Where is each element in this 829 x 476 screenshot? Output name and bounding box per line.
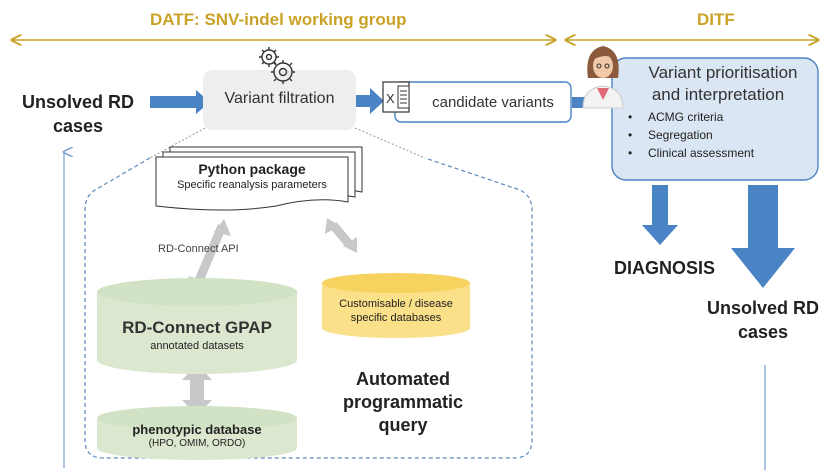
automated-line1: Automated <box>356 369 450 389</box>
gears-icon <box>259 47 295 84</box>
pheno-db-subtitle: (HPO, OMIM, ORDO) <box>148 438 246 449</box>
candidate-label: candidate variants <box>432 94 554 111</box>
bullet-item: •ACMG criteria <box>628 110 724 124</box>
custom-db-arrow <box>329 222 354 248</box>
interpretation-panel <box>611 57 819 181</box>
svg-text:X: X <box>386 91 395 106</box>
automated-line2: programmatic <box>342 392 464 412</box>
gpap-subtitle: annotated datasets <box>150 340 244 352</box>
pheno-db-title: phenotypic database <box>132 422 262 437</box>
arrow-unsolved <box>731 185 795 288</box>
ditf-title: DITF <box>697 10 735 29</box>
interpretation-title-line2: and interpretation <box>651 85 785 104</box>
custom-db-line2: specific databases <box>350 312 442 324</box>
automation-region <box>84 157 533 459</box>
gpap-title: RD-Connect GPAP <box>122 318 272 337</box>
gpap-cylinder <box>97 292 297 374</box>
custom-db-line1: Customisable / disease <box>339 298 453 310</box>
interpretation-title-line1: Variant prioritisation <box>648 63 798 82</box>
excel-file-icon: X <box>382 81 410 113</box>
unsolved-output-line1: Unsolved RD <box>706 298 820 318</box>
doctor-avatar-icon <box>582 46 624 109</box>
variant-filtration-box <box>203 70 356 130</box>
arrow-filtration-out <box>355 88 384 114</box>
zoom-line-left <box>149 127 206 159</box>
bullet-item: •Clinical assessment <box>628 146 755 160</box>
api-label: RD-Connect API <box>158 243 239 255</box>
datf-title: DATF: SNV-indel working group <box>150 10 407 29</box>
automated-line3: query <box>378 415 428 435</box>
gpap-text: RD-Connect GPAP annotated datasets <box>97 318 297 352</box>
unsolved-input-label: Unsolved RD cases <box>21 92 135 136</box>
bullet-item: •Segregation <box>628 128 713 142</box>
automated-query-text: Automated programmatic query <box>330 368 476 437</box>
variant-filtration-label: Variant filtration <box>224 90 335 107</box>
pheno-db-text: phenotypic database (HPO, OMIM, ORDO) <box>97 422 297 449</box>
python-package-subtitle: Specific reanalysis parameters <box>177 179 327 191</box>
arrow-input <box>150 90 210 114</box>
python-page-front <box>155 156 349 211</box>
interpretation-bullets: •ACMG criteria •Segregation •Clinical as… <box>628 108 754 162</box>
custom-db-cylinder <box>322 283 470 338</box>
zoom-line-right <box>354 127 426 159</box>
custom-db-text: Customisable / disease specific database… <box>322 297 470 325</box>
api-arrow <box>193 224 227 285</box>
interpretation-title: Variant prioritisation and interpretatio… <box>622 62 814 106</box>
pheno-cylinder <box>97 418 297 460</box>
arrow-diagnosis <box>642 185 678 245</box>
unsolved-output-line2: cases <box>737 322 789 342</box>
python-package-title: Python package <box>198 161 306 177</box>
diagnosis-label: DIAGNOSIS <box>614 258 716 278</box>
python-package-text: Python package Specific reanalysis param… <box>156 161 348 191</box>
unsolved-output-text: Unsolved RD cases <box>697 296 829 344</box>
